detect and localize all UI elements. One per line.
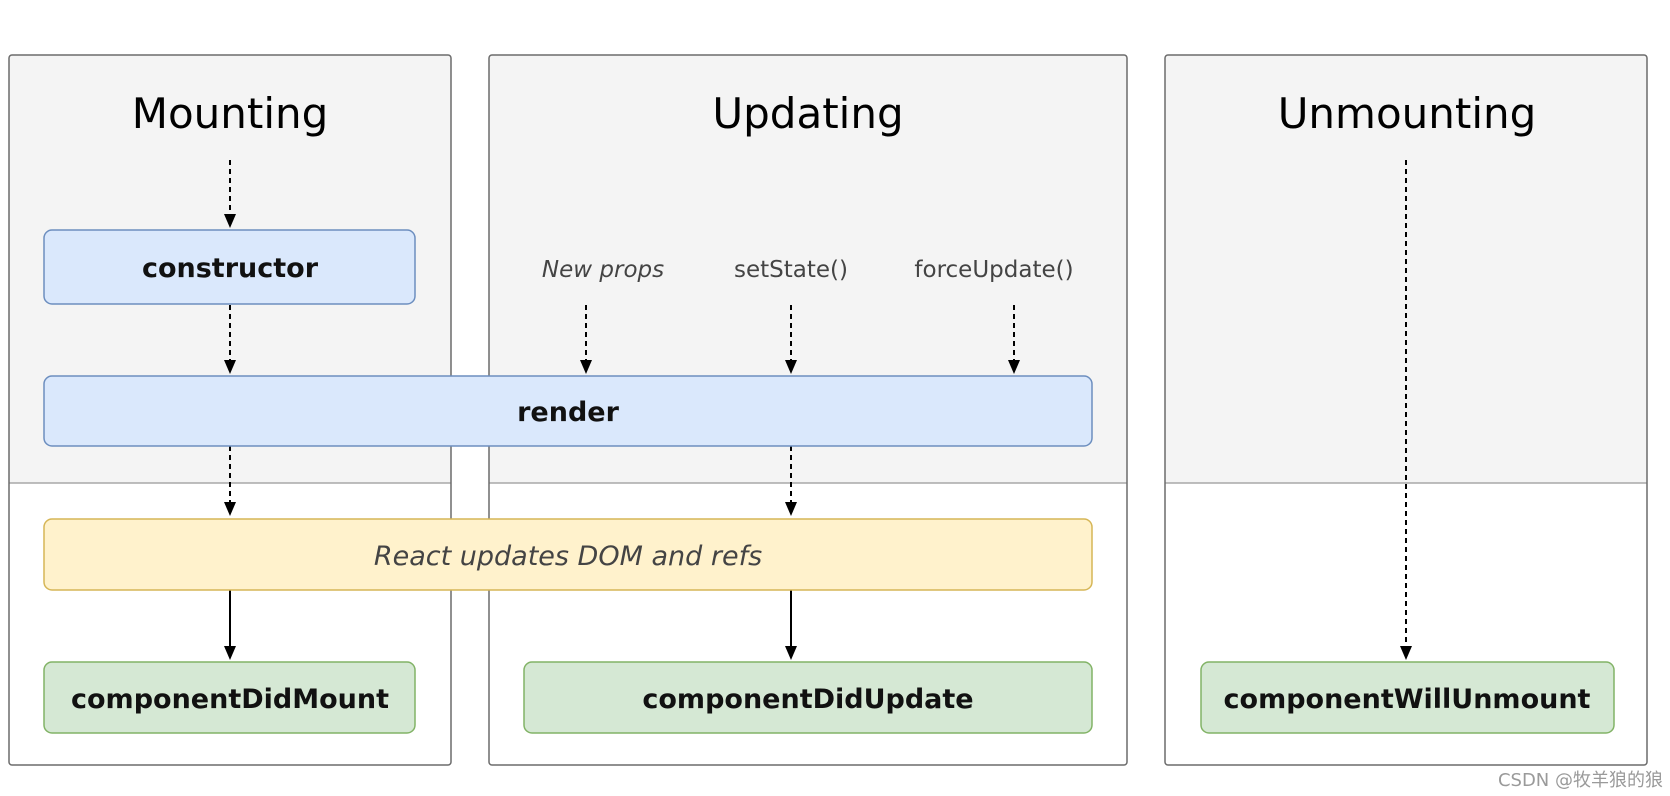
component-did-mount-box-shape	[43, 661, 416, 734]
arrowhead-icon	[224, 360, 236, 374]
arrowhead-icon	[1400, 646, 1412, 660]
constructor-box-shape	[43, 229, 416, 305]
component-did-update-box-shape	[523, 661, 1093, 734]
component-did-mount-box: componentDidMount	[43, 661, 416, 734]
trigger-set-state: setState()	[734, 257, 848, 283]
connectors	[224, 160, 1412, 660]
watermark: CSDN @牧羊狼的狼	[1498, 770, 1663, 791]
react-updates-box-shape	[43, 518, 1093, 591]
react-updates-box: React updates DOM and refs	[43, 518, 1093, 591]
arrowhead-icon	[224, 214, 236, 228]
updating-title: Updating	[712, 89, 903, 138]
arrowhead-icon	[785, 646, 797, 660]
mounting-title: Mounting	[132, 89, 329, 138]
update-triggers: New props setState() forceUpdate()	[542, 257, 1074, 283]
unmounting-border	[1164, 54, 1648, 766]
trigger-force-update: forceUpdate()	[914, 257, 1073, 283]
component-will-unmount-box: componentWillUnmount	[1200, 661, 1615, 734]
unmounting-title: Unmounting	[1278, 89, 1537, 138]
constructor-label: constructor	[142, 253, 319, 284]
arrowhead-icon	[224, 502, 236, 516]
component-will-unmount-box-shape	[1200, 661, 1615, 734]
render-label: render	[517, 397, 619, 428]
trigger-new-props: New props	[542, 257, 664, 283]
component-did-mount-label: componentDidMount	[71, 684, 389, 715]
component-will-unmount-label: componentWillUnmount	[1224, 684, 1591, 715]
arrowhead-icon	[785, 360, 797, 374]
render-box-shape	[43, 375, 1093, 447]
arrowhead-icon	[580, 360, 592, 374]
arrowhead-icon	[1008, 360, 1020, 374]
render-box: render	[43, 375, 1093, 447]
arrowhead-icon	[224, 646, 236, 660]
arrowhead-icon	[785, 502, 797, 516]
constructor-box: constructor	[43, 229, 416, 305]
component-did-update-box: componentDidUpdate	[523, 661, 1093, 734]
component-did-update-label: componentDidUpdate	[642, 684, 973, 715]
react-updates-label: React updates DOM and refs	[374, 541, 762, 572]
